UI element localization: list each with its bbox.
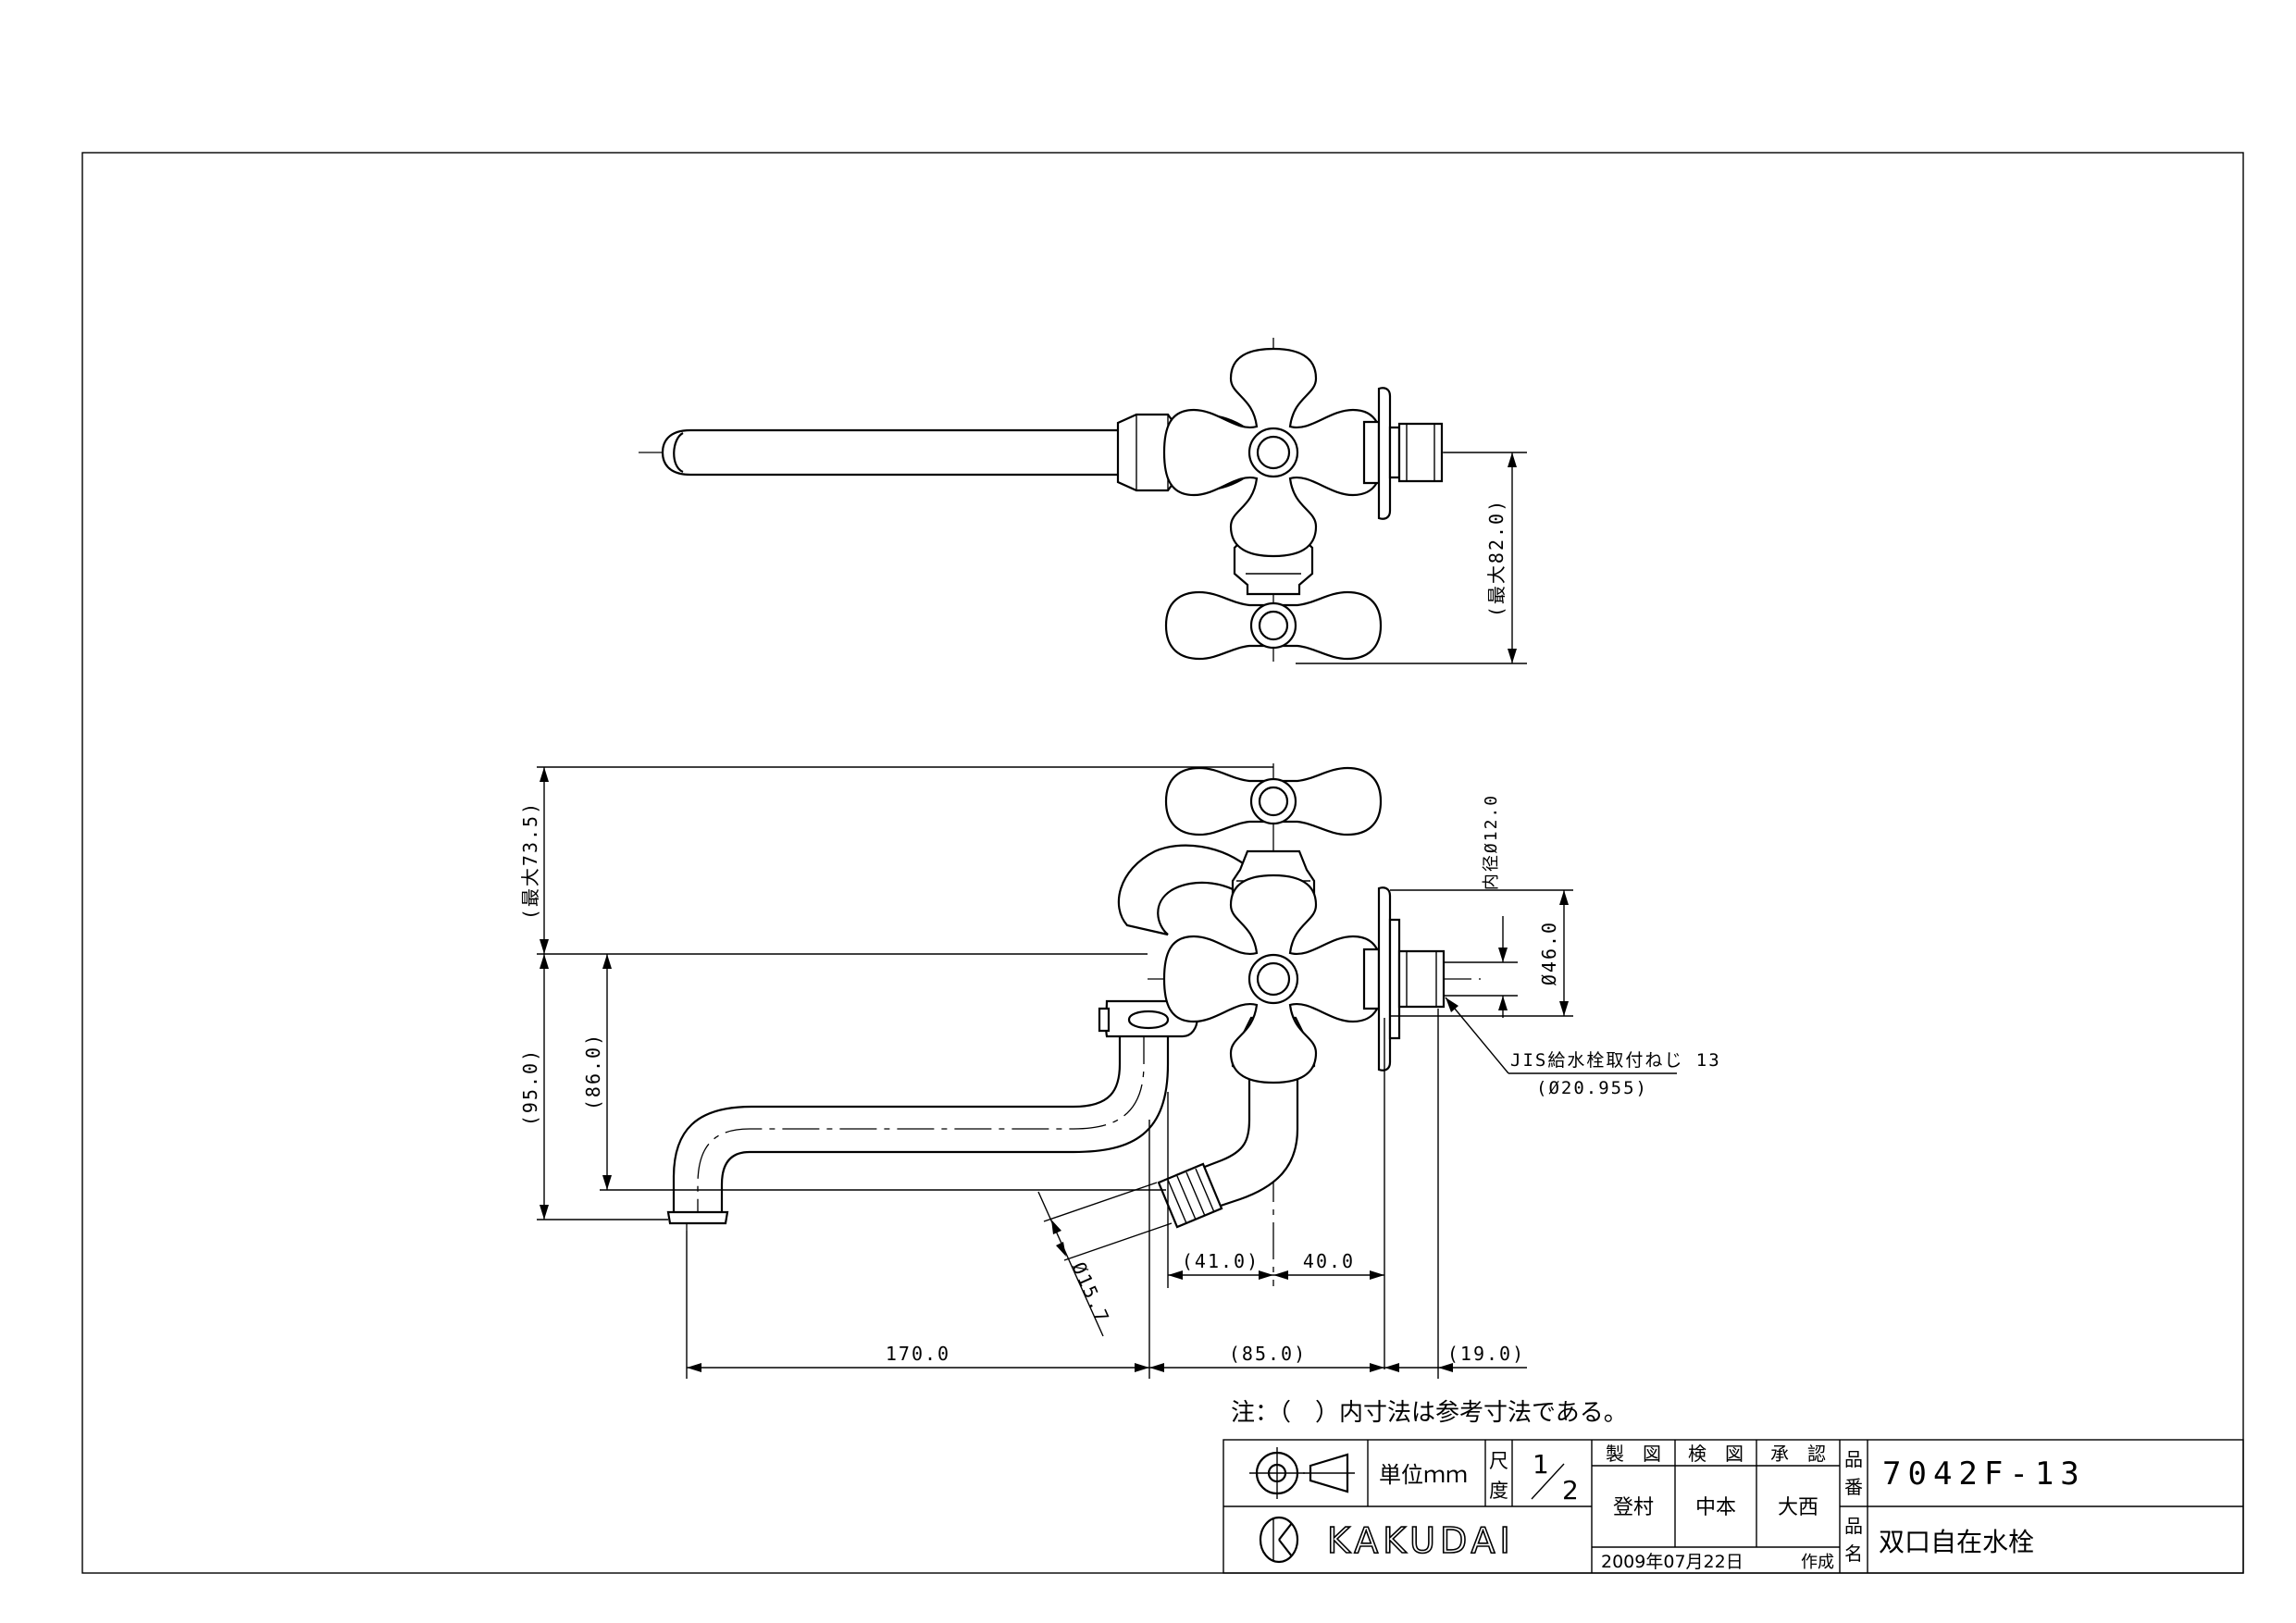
dim-max-82: (最大82.0)	[1485, 499, 1508, 617]
dim-dia-46: Ø46.0	[1538, 921, 1560, 985]
jis-thread-label: JIS給水栓取付ねじ 13	[1510, 1050, 1721, 1071]
part-name-label-2: 名	[1844, 1542, 1863, 1565]
dim-85: (85.0)	[1229, 1343, 1307, 1365]
dim-40: 40.0	[1303, 1250, 1355, 1272]
scale-numerator: 1	[1533, 1449, 1549, 1480]
front-view: (最大73.5) (95.0) (86.0) 内径Ø12.0 Ø46.0 JIS…	[519, 763, 1721, 1379]
approved-header: 承 認	[1770, 1443, 1826, 1465]
dim-41: (41.0)	[1182, 1250, 1260, 1272]
dim-170: 170.0	[886, 1343, 950, 1365]
created-date: 2009年07月22日	[1601, 1552, 1744, 1572]
part-no-label-1: 品	[1844, 1448, 1863, 1470]
dim-dia-15-7: Ø15.7	[1067, 1258, 1113, 1327]
part-no-label-2: 番	[1844, 1476, 1863, 1498]
kakudai-logo-icon	[1259, 1516, 1299, 1564]
created-label: 作成	[1801, 1553, 1834, 1572]
part-number: 7042F-13	[1882, 1456, 2086, 1493]
scale-denominator: 2	[1562, 1475, 1579, 1505]
dim-19: (19.0)	[1447, 1343, 1525, 1365]
checked-by: 中本	[1695, 1496, 1736, 1519]
title-block: 単位ｍｍ 尺 度 1 2 製 図 検 図 承 認 登村 中本 大西 品 番 70…	[1222, 1439, 2244, 1574]
drawing-frame	[81, 152, 2244, 1574]
checked-header: 検 図	[1688, 1443, 1744, 1465]
dim-max-73-5: (最大73.5)	[519, 801, 541, 920]
dim-inner-dia-12: 内径Ø12.0	[1482, 794, 1501, 890]
unit-label: 単位ｍｍ	[1379, 1462, 1468, 1488]
part-name: 双口自在水栓	[1879, 1527, 2034, 1557]
scale-label-1: 尺	[1489, 1450, 1508, 1472]
dim-95: (95.0)	[519, 1048, 541, 1126]
reference-note: 注：（ ）内寸法は参考寸法である。	[1231, 1399, 1628, 1427]
part-name-label-1: 品	[1844, 1515, 1863, 1537]
drawn-header: 製 図	[1606, 1443, 1661, 1465]
projection-symbol-icon	[1249, 1447, 1355, 1499]
scale-label-2: 度	[1489, 1480, 1508, 1502]
approved-by: 大西	[1778, 1496, 1818, 1519]
dim-86: (86.0)	[582, 1033, 604, 1110]
drawn-by: 登村	[1613, 1496, 1654, 1519]
jis-dia-label: (Ø20.955)	[1536, 1078, 1648, 1098]
company-name: KAKUDAI	[1327, 1520, 1515, 1561]
top-view: (最大82.0)	[639, 338, 1527, 664]
